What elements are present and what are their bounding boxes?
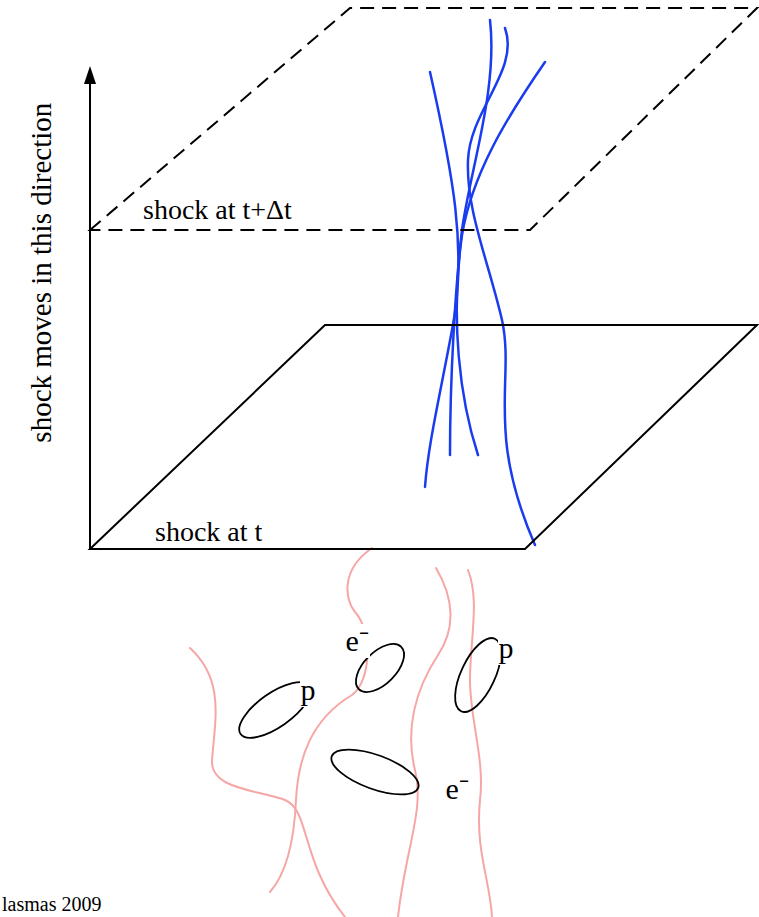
field-line [398, 568, 451, 917]
field-line [450, 20, 491, 455]
field-line [468, 28, 535, 545]
plane-outline [90, 325, 757, 549]
particle-label: e⁻ [445, 772, 470, 807]
plane-label: shock at t [155, 516, 262, 548]
particle-label: p [498, 631, 515, 666]
field-line [457, 62, 545, 455]
axis-label: shock moves in this direction [25, 102, 58, 442]
field-line [468, 570, 492, 917]
field-line [190, 648, 345, 917]
direction-arrow-head [84, 66, 96, 84]
direction-arrow-shaft [89, 82, 91, 549]
credit-note: lasmas 2009 [2, 893, 101, 916]
plane-label: shock at t+Δt [143, 194, 292, 226]
shock-plane: shock at t [90, 325, 757, 549]
particle-label: e⁻ [345, 624, 370, 659]
particle-label: p [300, 673, 317, 708]
field-line [270, 548, 372, 892]
field-line [425, 72, 458, 487]
plane-outline [90, 325, 757, 549]
particle-orbit [231, 672, 319, 748]
shock-plane: shock at t+Δt [90, 8, 757, 230]
plane-outline [90, 8, 757, 230]
particle-orbit [326, 740, 424, 803]
